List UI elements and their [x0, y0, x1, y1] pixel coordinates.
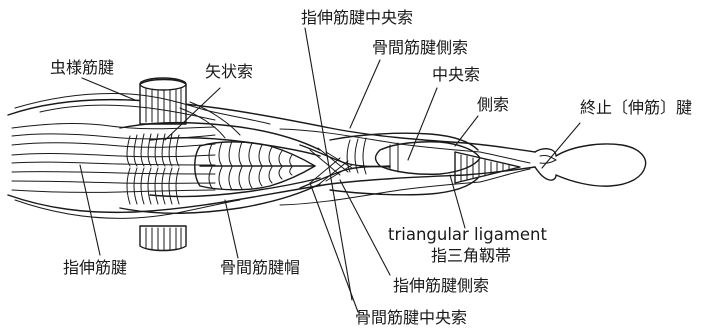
leader-interosseous-lateral-band — [350, 60, 380, 128]
label-terminal-tendon: 終止〔伸筋〕腱 — [580, 98, 692, 118]
label-sagittal-band: 矢状索 — [205, 62, 253, 82]
leader-extensor-tendon — [80, 165, 100, 255]
crossing-bands — [280, 129, 480, 205]
label-interosseous-hood: 骨間筋腱帽 — [220, 258, 300, 278]
label-extensor-central-slip: 指伸筋腱中央索 — [301, 8, 413, 28]
tendon-bundle — [12, 124, 215, 193]
label-interosseous-central-slip: 骨間筋腱中央索 — [355, 308, 467, 328]
label-lateral-band: 側索 — [477, 95, 509, 115]
label-extensor-tendon: 指伸筋腱 — [63, 258, 127, 278]
label-lumbrical-tendon: 虫様筋腱 — [50, 58, 114, 78]
leader-terminal-tendon — [542, 123, 580, 168]
label-central-slip: 中央索 — [432, 65, 480, 85]
label-interosseous-lateral-band: 骨間筋腱側索 — [372, 38, 468, 58]
extensor-hood — [120, 123, 320, 214]
label-extensor-lateral-band: 指伸筋腱側索 — [393, 276, 489, 296]
label-triangular-ligament-en: triangular ligament — [388, 225, 547, 245]
label-triangular-ligament-ja: 指三角靱帯 — [431, 246, 511, 266]
leader-lumbrical — [82, 78, 135, 100]
leader-interosseous-central-slip — [310, 183, 358, 312]
leader-central-slip — [408, 88, 437, 160]
